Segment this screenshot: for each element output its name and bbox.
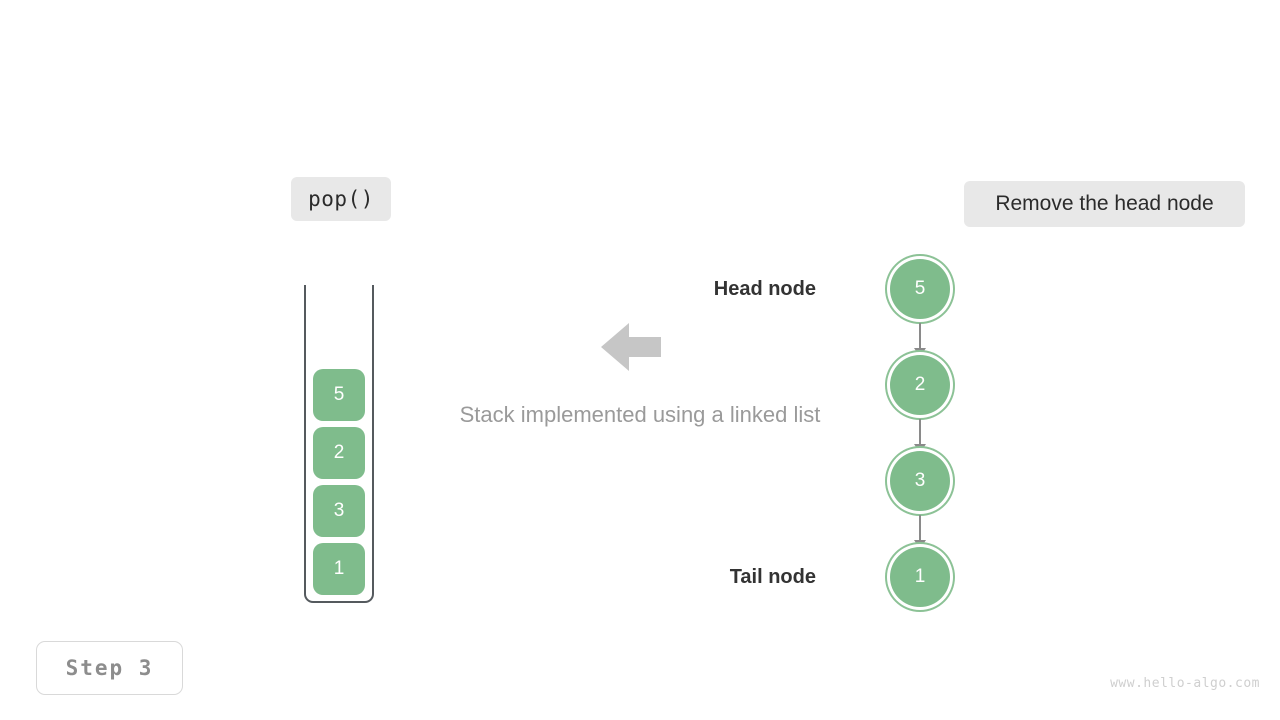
watermark: www.hello-algo.com (1110, 676, 1260, 691)
stack-container: 5 2 3 1 (304, 285, 374, 603)
connector-arrowhead-icon (914, 540, 926, 549)
linked-list-node: 5 (890, 259, 950, 319)
stack-walls (304, 285, 374, 603)
stack-item: 3 (313, 485, 365, 537)
stack-items-list: 5 2 3 1 (304, 369, 374, 595)
stack-item: 2 (313, 427, 365, 479)
linked-list-node: 3 (890, 451, 950, 511)
linked-list-connector (919, 323, 921, 352)
stack-item: 5 (313, 369, 365, 421)
caption-text: Stack implemented using a linked list (0, 402, 1280, 428)
linked-list-connector (919, 419, 921, 448)
linked-list-node: 2 (890, 355, 950, 415)
caption-label: Stack implemented using a linked list (459, 402, 821, 427)
linked-list-connector (919, 515, 921, 544)
linked-list: 5 2 3 1 (880, 250, 960, 620)
connector-arrowhead-icon (914, 348, 926, 357)
tail-node-label: Tail node (729, 566, 816, 588)
linked-list-node: 1 (890, 547, 950, 607)
head-node-label: Head node (713, 278, 816, 300)
connector-arrowhead-icon (914, 444, 926, 453)
left-arrow-icon (601, 320, 661, 374)
step-badge: Step 3 (36, 641, 183, 695)
stack-item: 1 (313, 543, 365, 595)
operation-badge: pop() (291, 177, 391, 221)
action-badge: Remove the head node (964, 181, 1245, 227)
